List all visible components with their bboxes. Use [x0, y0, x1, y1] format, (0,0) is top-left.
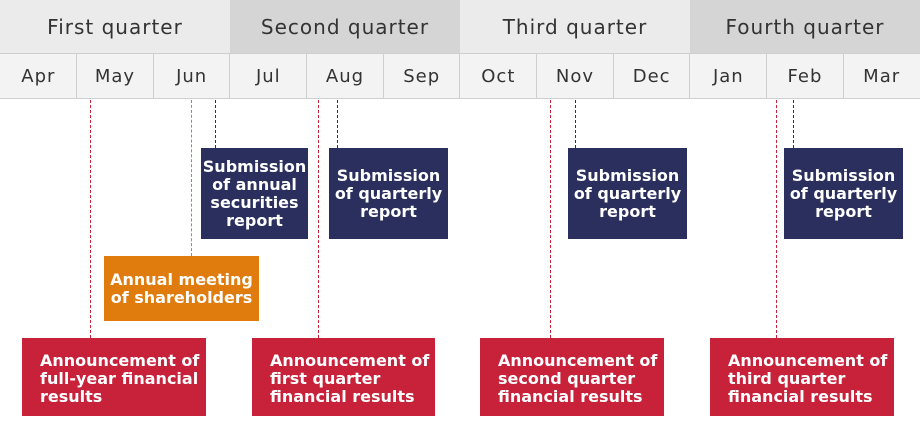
- month-divider: [229, 54, 230, 98]
- submission-annual-box: Submission of annual securities report: [201, 148, 308, 239]
- month-divider: [383, 54, 384, 98]
- month-jun: Jun: [176, 65, 208, 87]
- month-feb: Feb: [787, 65, 823, 87]
- month-jan: Jan: [712, 65, 744, 87]
- submission-q3-text: Submission of quarterly report: [789, 165, 898, 221]
- announce-q1-box: Announcement of first quarter financial …: [252, 338, 435, 416]
- month-divider: [843, 54, 844, 98]
- month-sep: Sep: [403, 65, 441, 87]
- submission-annual-text: Submission of annual securities report: [202, 156, 307, 230]
- submission-q1-box: Submission of quarterly report: [329, 148, 448, 239]
- month-may: May: [94, 65, 136, 87]
- month-aug: Aug: [325, 65, 365, 87]
- quarter-second: Second quarter: [230, 0, 460, 53]
- connector-line-submission-q1: [337, 100, 338, 148]
- connector-line-annual-meeting: [191, 100, 192, 256]
- annual-meeting-box: Annual meeting of shareholders: [104, 256, 259, 321]
- month-oct: Oct: [481, 65, 516, 87]
- announce-full-year-box: Announcement of full-year financial resu…: [22, 338, 206, 416]
- connector-line-announce-full-year: [90, 100, 91, 338]
- announce-q2-text: Announcement of second quarter financial…: [498, 351, 658, 406]
- announce-q1-text: Announcement of first quarter financial …: [270, 351, 430, 406]
- submission-q1-text: Submission of quarterly report: [334, 165, 443, 221]
- connector-line-submission-annual: [215, 100, 216, 148]
- announce-q3-text: Announcement of third quarter financial …: [728, 351, 888, 406]
- month-divider: [76, 54, 77, 98]
- connector-line-announce-q3: [776, 100, 777, 338]
- month-apr: Apr: [21, 65, 56, 87]
- month-divider: [536, 54, 537, 98]
- month-dec: Dec: [632, 65, 671, 87]
- month-divider: [459, 54, 460, 98]
- month-divider: [613, 54, 614, 98]
- annual-meeting-text: Annual meeting of shareholders: [110, 269, 253, 307]
- month-divider: [306, 54, 307, 98]
- quarter-first: First quarter: [0, 0, 230, 53]
- connector-line-announce-q1: [318, 100, 319, 338]
- month-mar: Mar: [863, 65, 901, 87]
- month-divider: [766, 54, 767, 98]
- submission-q2-box: Submission of quarterly report: [568, 148, 687, 239]
- month-header-row: Apr May Jun Jul Aug Sep Oct Nov Dec Jan …: [0, 53, 920, 99]
- submission-q3-box: Submission of quarterly report: [784, 148, 903, 239]
- month-nov: Nov: [555, 65, 595, 87]
- month-jul: Jul: [255, 65, 281, 87]
- quarter-header-row: First quarter Second quarter Third quart…: [0, 0, 920, 53]
- month-divider: [689, 54, 690, 98]
- connector-line-submission-q2: [575, 100, 576, 148]
- submission-q2-text: Submission of quarterly report: [573, 165, 682, 221]
- announce-q2-box: Announcement of second quarter financial…: [480, 338, 664, 416]
- quarter-fourth: Fourth quarter: [690, 0, 920, 53]
- quarter-third: Third quarter: [460, 0, 690, 53]
- announce-full-year-text: Announcement of full-year financial resu…: [40, 351, 200, 406]
- connector-line-announce-q2: [550, 100, 551, 338]
- announce-q3-box: Announcement of third quarter financial …: [710, 338, 894, 416]
- connector-line-submission-q3: [793, 100, 794, 148]
- month-divider: [153, 54, 154, 98]
